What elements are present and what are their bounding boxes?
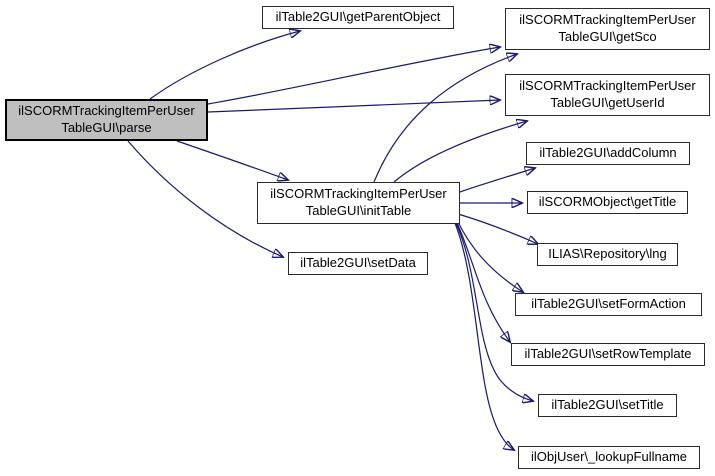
edge-parse-getUserId: [207, 100, 500, 113]
node-addColumn[interactable]: ilTable2GUI\addColumn: [526, 142, 690, 165]
node-setData-label: ilTable2GUI\setData: [300, 255, 416, 271]
node-getSco-label-line1: ilSCORMTrackingItemPerUser: [519, 12, 696, 28]
node-parse-label-line1: ilSCORMTrackingItemPerUser: [18, 103, 195, 119]
node-setData[interactable]: ilTable2GUI\setData: [288, 252, 428, 275]
node-getTitle-label: ilSCORMObject\getTitle: [538, 194, 677, 210]
edge-initTable-getUserId: [393, 121, 527, 183]
node-getTitle[interactable]: ilSCORMObject\getTitle: [527, 191, 688, 214]
node-lookupFullname-label: ilObjUser\_lookupFullname: [530, 449, 688, 465]
edge-parse-getParentObject: [149, 31, 300, 100]
node-lng[interactable]: ILIAS\Repository\lng: [537, 243, 678, 266]
node-setRowTemplate[interactable]: ilTable2GUI\setRowTemplate: [511, 343, 705, 366]
edge-parse-initTable: [176, 140, 288, 180]
edge-initTable-addColumn: [459, 168, 535, 193]
node-getUserId-label-line1: ilSCORMTrackingItemPerUser: [519, 78, 696, 94]
node-initTable[interactable]: ilSCORMTrackingItemPerUser TableGUI\init…: [257, 182, 460, 224]
node-initTable-label-line1: ilSCORMTrackingItemPerUser: [270, 186, 447, 202]
node-initTable-label-line2: TableGUI\initTable: [305, 203, 412, 218]
edge-parse-setData: [127, 140, 283, 257]
node-lng-label: ILIAS\Repository\lng: [548, 246, 667, 262]
edge-initTable-getSco: [373, 54, 517, 183]
edge-initTable-setTitle: [455, 222, 533, 401]
node-setTitle[interactable]: ilTable2GUI\setTitle: [538, 394, 677, 417]
node-getUserId-label-line2: TableGUI\getUserId: [550, 95, 665, 110]
edge-initTable-setRowTemplate: [456, 222, 510, 342]
edge-parse-getSco: [207, 47, 500, 105]
node-setFormAction-label: ilTable2GUI\setFormAction: [531, 296, 686, 312]
node-lookupFullname[interactable]: ilObjUser\_lookupFullname: [518, 446, 700, 469]
node-parse: ilSCORMTrackingItemPerUser TableGUI\pars…: [5, 99, 208, 141]
node-setTitle-label: ilTable2GUI\setTitle: [551, 397, 664, 413]
edge-initTable-setFormAction: [457, 221, 523, 292]
node-getSco-label-line2: TableGUI\getSco: [558, 29, 657, 44]
node-addColumn-label: ilTable2GUI\addColumn: [539, 145, 677, 161]
node-parse-label-line2: TableGUI\parse: [61, 120, 152, 135]
node-setRowTemplate-label: ilTable2GUI\setRowTemplate: [524, 346, 692, 362]
node-getParentObject-label: ilTable2GUI\getParentObject: [275, 9, 441, 25]
node-getUserId[interactable]: ilSCORMTrackingItemPerUser TableGUI\getU…: [505, 74, 710, 116]
edge-initTable-lookupFullname: [454, 222, 514, 450]
edge-initTable-lng: [457, 213, 538, 244]
node-getSco[interactable]: ilSCORMTrackingItemPerUser TableGUI\getS…: [505, 8, 710, 50]
node-getParentObject[interactable]: ilTable2GUI\getParentObject: [262, 6, 454, 29]
node-setFormAction[interactable]: ilTable2GUI\setFormAction: [515, 293, 702, 316]
